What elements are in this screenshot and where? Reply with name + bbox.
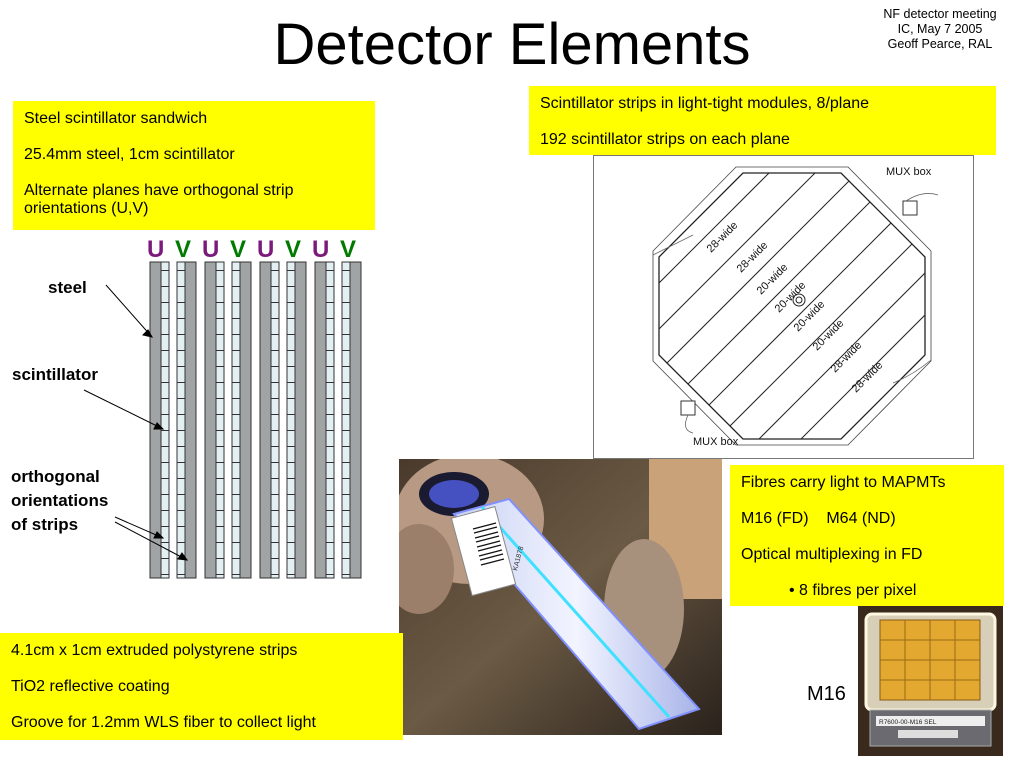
steel-sandwich-line1: Steel scintillator sandwich [24, 110, 208, 127]
extruded-line3: Groove for 1.2mm WLS fiber to collect li… [11, 714, 316, 731]
modules-line1: Scintillator strips in light-tight modul… [540, 95, 870, 112]
layer-stack-diagram [83, 261, 362, 579]
mux-box-bottom [680, 400, 696, 416]
slide-title: Detector Elements [273, 12, 751, 77]
orthogonal-label-line1: orthogonal [11, 467, 100, 486]
orthogonal-label-line3: of strips [11, 515, 79, 534]
fibres-line3: Optical multiplexing in FD [741, 546, 923, 563]
scintillator-strip-photo: KA1878 [399, 459, 722, 735]
uv-labels: U V U V U V U V [0, 237, 380, 265]
meeting-name: NF detector meeting [883, 7, 997, 21]
uv-label: U [257, 236, 275, 263]
meeting-info: NF detector meeting IC, May 7 2005 Geoff… [850, 7, 1024, 52]
steel-sandwich-box: Steel scintillator sandwich 25.4mm steel… [13, 101, 375, 230]
uv-label: V [230, 236, 247, 263]
m16-pmt-photo: R7600-00-M16 SEL [858, 606, 1003, 756]
octagon-plane-diagram: 28-wide 28-wide 20-wide 20-wide 20-wide … [593, 155, 974, 459]
orthogonal-strips-label: orthogonal orientations of strips [11, 465, 108, 537]
uv-label: U [312, 236, 330, 263]
scintillator-label: scintillator [12, 365, 98, 384]
modules-line2: 192 scintillator strips on each plane [540, 131, 790, 148]
fibres-line1: Fibres carry light to MAPMTs [741, 474, 946, 491]
steel-sandwich-line2: 25.4mm steel, 1cm scintillator [24, 146, 235, 163]
steel-sandwich-line3: Alternate planes have orthogonal strip o… [24, 182, 294, 217]
m16-label: M16 [807, 683, 846, 705]
extruded-line1: 4.1cm x 1cm extruded polystyrene strips [11, 642, 298, 659]
uv-label: U [147, 236, 165, 263]
fibres-box: Fibres carry light to MAPMTs M16 (FD) M6… [730, 465, 1004, 606]
scintillator-modules-box: Scintillator strips in light-tight modul… [529, 86, 996, 155]
uv-label: V [340, 236, 357, 263]
orthogonal-label-line2: orientations [11, 491, 109, 510]
mux-box-bottom-label: MUX box [693, 436, 739, 448]
uv-label: V [285, 236, 302, 263]
fibres-line2: M16 (FD) M64 (ND) [741, 510, 896, 527]
extruded-strips-box: 4.1cm x 1cm extruded polystyrene strips … [0, 633, 403, 740]
fibres-bullet: • 8 fibres per pixel [789, 582, 917, 599]
steel-label: steel [48, 278, 87, 297]
extruded-line2: TiO2 reflective coating [11, 678, 170, 695]
uv-label: V [175, 236, 192, 263]
meeting-date: IC, May 7 2005 [897, 22, 983, 36]
mux-box-top-label: MUX box [886, 166, 932, 178]
pmt-model-label: R7600-00-M16 SEL [879, 719, 937, 726]
mux-box-top [902, 200, 918, 216]
uv-label: U [202, 236, 220, 263]
meeting-author: Geoff Pearce, RAL [887, 37, 993, 51]
